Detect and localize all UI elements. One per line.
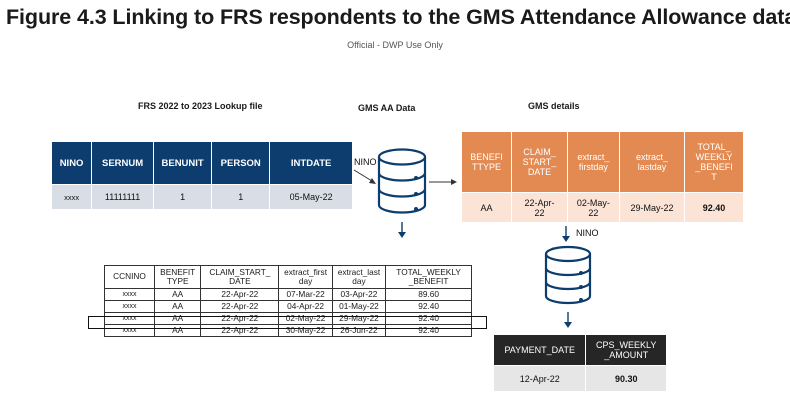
cps-data-row: 12-Apr-22 90.30 [492,365,667,392]
frs-cell: 11111111 [91,184,155,210]
frs-header-cell: NINO [50,141,93,185]
gms-cell: AA [460,192,513,223]
gms-aa-data-label: GMS AA Data [358,103,416,113]
arrow-down-icon [564,312,572,328]
result-cell: 26-Jun-22 [331,324,387,337]
cps-table: PAYMENT_DATE CPS_WEEKLY_AMOUNT 12-Apr-22… [492,334,667,392]
gms-header-cell: extract_lastday [618,131,686,193]
arrow-down-icon [398,222,406,238]
database-icon [544,245,592,305]
frs-cell: 1 [211,184,271,210]
cps-header-cell: CPS_WEEKLY_AMOUNT [585,334,667,366]
gms-header-cell: CLAIM_START_DATE [511,131,568,193]
frs-header-cell: BENUNIT [153,141,213,185]
result-header-cell: CLAIM_START_DATE [200,265,280,289]
nino-label-1: NINO [354,157,377,167]
arrow-right-icon [429,179,457,185]
gms-details-label: GMS details [528,101,580,111]
frs-header-cell: PERSON [211,141,271,185]
frs-cell: 05-May-22 [269,184,353,210]
figure-title: Figure 4.3 Linking to FRS respondents to… [6,5,790,29]
frs-header-row: NINO SERNUM BENUNIT PERSON INTDATE [50,141,353,185]
classification-label: Official - DWP Use Only [347,40,443,50]
highlighted-row-outline [88,316,487,329]
arrow-down-icon [562,226,570,242]
gms-cell: 29-May-22 [618,192,686,223]
frs-lookup-label: FRS 2022 to 2023 Lookup file [138,101,263,111]
cps-header-row: PAYMENT_DATE CPS_WEEKLY_AMOUNT [492,334,667,366]
frs-header-cell: SERNUM [91,141,155,185]
gms-cell: 02-May-22 [566,192,620,223]
frs-lookup-table: NINO SERNUM BENUNIT PERSON INTDATE xxxx … [50,141,353,210]
result-cell: 92.40 [385,324,472,337]
cps-cell: 12-Apr-22 [492,365,587,392]
gms-header-cell: extract_firstday [566,131,620,193]
gms-data-row: AA 22-Apr-22 02-May-22 29-May-22 92.40 [460,192,744,223]
result-cell: 30-May-22 [278,324,333,337]
frs-cell: 1 [153,184,213,210]
result-cell: AA [153,324,202,337]
gms-cell: 22-Apr-22 [511,192,568,223]
cps-header-cell: PAYMENT_DATE [492,334,587,366]
frs-data-row: xxxx 11111111 1 1 05-May-22 [50,184,353,210]
cps-cell: 90.30 [585,365,667,392]
arrow-right-icon [353,169,376,184]
frs-cell: xxxx [50,184,93,210]
nino-label-2: NINO [576,228,599,238]
gms-cell: 92.40 [684,192,744,223]
database-icon [377,148,427,214]
